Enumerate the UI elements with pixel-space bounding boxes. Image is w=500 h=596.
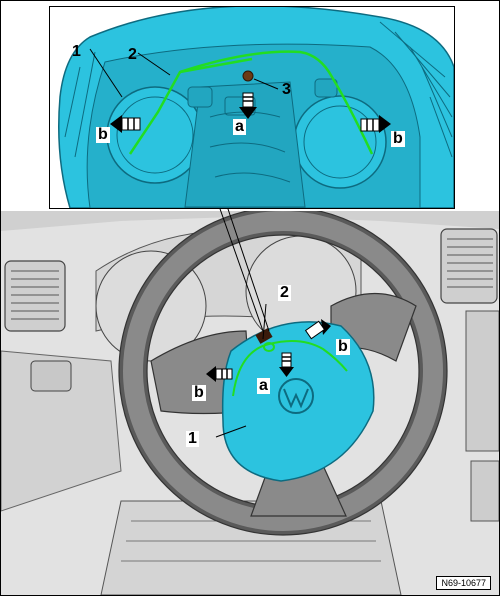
arrow-b-right-top xyxy=(360,115,391,133)
label-1-top: 1 xyxy=(72,43,81,60)
airbag-unit-bottom xyxy=(221,321,375,482)
label-1-bottom: 1 xyxy=(186,430,199,447)
airbag-back-illustration xyxy=(58,7,454,208)
label-b-right-top: b xyxy=(391,130,405,147)
label-a-bottom: a xyxy=(257,377,270,394)
figure-id: N69-10677 xyxy=(436,576,491,590)
arrow-a-top xyxy=(239,92,257,119)
dashboard-scene xyxy=(1,211,499,595)
arrow-b-right-bottom xyxy=(304,319,331,340)
green-wire-top xyxy=(128,50,374,155)
label-b-right-bottom: b xyxy=(336,338,350,355)
right-vent xyxy=(440,228,498,304)
dashboard-illustration xyxy=(1,211,499,595)
label-2-top: 2 xyxy=(128,46,137,63)
arrow-a-bottom xyxy=(279,352,294,377)
label-b-left-top: b xyxy=(96,126,110,143)
label-b-left-bottom: b xyxy=(192,384,206,401)
label-2-bottom: 2 xyxy=(278,284,291,301)
label-a-top: a xyxy=(233,118,246,135)
label-3-top: 3 xyxy=(282,81,291,98)
left-vent xyxy=(4,260,66,332)
arrow-b-left-bottom xyxy=(206,366,233,382)
arrow-b-left-top xyxy=(110,115,141,133)
detail-inset: 1 2 3 a b b xyxy=(49,6,455,209)
